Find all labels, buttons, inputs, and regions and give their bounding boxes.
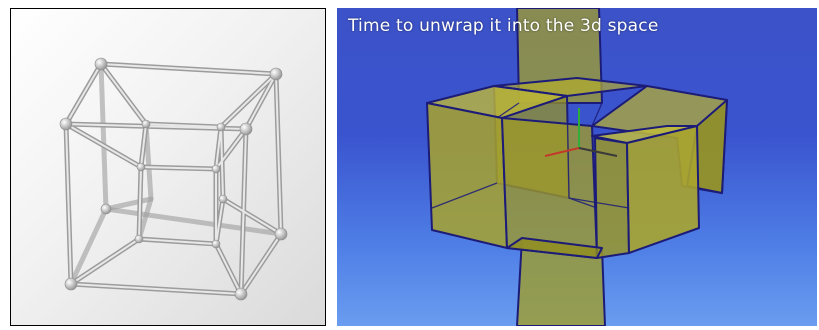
unfolded-tesseract-view: Time to unwrap it into the 3d space [337, 8, 817, 326]
tesseract-wireframe-icon [11, 9, 326, 326]
video-caption: Time to unwrap it into the 3d space [348, 16, 658, 36]
tesseract-image [10, 8, 326, 326]
unfolded-tesseract-net-icon [337, 8, 817, 326]
